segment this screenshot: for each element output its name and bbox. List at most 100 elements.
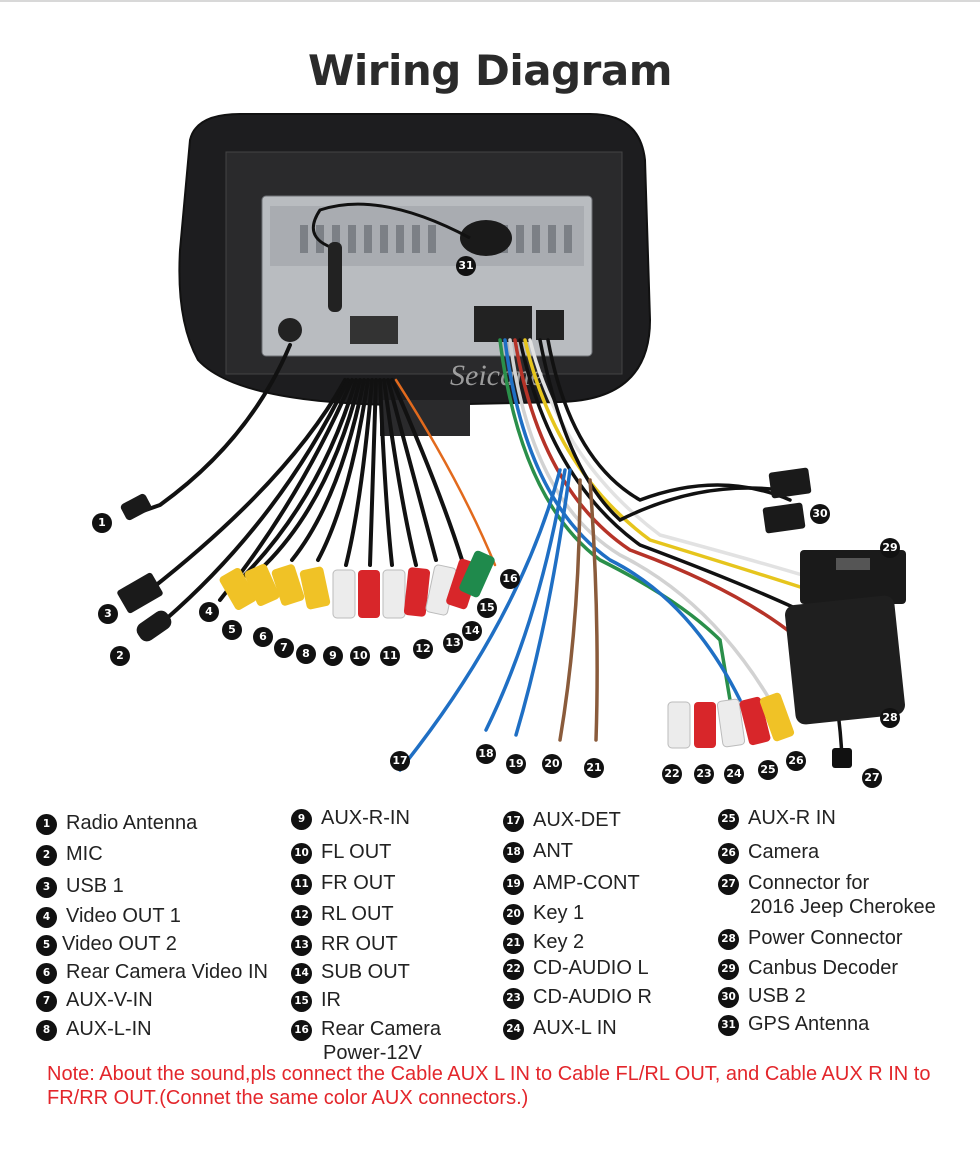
- legend-badge: 19: [503, 874, 524, 895]
- callout-25: 25: [758, 760, 778, 780]
- callout-18: 18: [476, 744, 496, 764]
- legend-label: SUB OUT: [321, 961, 410, 983]
- legend-badge: 21: [503, 933, 524, 954]
- usb2-connector-b: [762, 502, 806, 534]
- legend-item-28: 28 Power Connector: [718, 926, 903, 950]
- callout-11: 11: [380, 646, 400, 666]
- callout-27: 27: [862, 768, 882, 788]
- legend-badge: 2: [36, 845, 57, 866]
- legend-badge: 9: [291, 809, 312, 830]
- legend-badge: 28: [718, 929, 739, 950]
- legend-item-24: 24 AUX-L IN: [503, 1016, 617, 1040]
- legend-label: USB 2: [748, 985, 806, 1007]
- legend-badge: 5: [36, 935, 57, 956]
- legend-label: IR: [321, 989, 341, 1011]
- legend-badge: 24: [503, 1019, 524, 1040]
- callout-5: 5: [222, 620, 242, 640]
- legend-label: Camera: [748, 841, 820, 863]
- page-title: Wiring Diagram: [308, 46, 672, 95]
- legend-label: ANT: [533, 840, 573, 862]
- callout-30: 30: [810, 504, 830, 524]
- legend-label-line2: Power-12V: [323, 1042, 422, 1064]
- callout-16: 16: [500, 569, 520, 589]
- callout-26: 26: [786, 751, 806, 771]
- legend-badge: 13: [291, 935, 312, 956]
- legend-label: Rear Camera: [321, 1018, 442, 1040]
- legend-badge: 22: [503, 959, 524, 980]
- radio-antenna-plug: [120, 493, 152, 521]
- legend-label: AMP-CONT: [533, 872, 640, 894]
- callout-31: 31: [456, 256, 476, 276]
- gps-antenna: [460, 220, 512, 256]
- legend-badge: 31: [718, 1015, 739, 1036]
- legend-label-line2: 2016 Jeep Cherokee: [750, 896, 936, 918]
- legend-label: GPS Antenna: [748, 1013, 870, 1035]
- legend-label: Canbus Decoder: [748, 957, 899, 979]
- callout-8: 8: [296, 644, 316, 664]
- legend-label: AUX-R-IN: [321, 807, 410, 829]
- legend-item-18: 18 ANT: [503, 839, 573, 863]
- legend-label: Connector for: [748, 872, 870, 894]
- callout-15: 15: [477, 598, 497, 618]
- legend-label: Radio Antenna: [66, 812, 198, 834]
- legend-label: Video OUT 1: [66, 905, 181, 927]
- legend-badge: 6: [36, 963, 57, 984]
- callout-9: 9: [323, 646, 343, 666]
- callout-4: 4: [199, 602, 219, 622]
- callout-2: 2: [110, 646, 130, 666]
- legend-badge: 30: [718, 987, 739, 1008]
- callout-19: 19: [506, 754, 526, 774]
- legend-label: Power Connector: [748, 927, 903, 949]
- callout-29: 29: [880, 538, 900, 558]
- legend-badge: 20: [503, 904, 524, 925]
- legend-badge: 8: [36, 1020, 57, 1041]
- usb1-connector: [117, 572, 163, 614]
- legend-item-20: 20 Key 1: [503, 901, 584, 925]
- legend-badge: 18: [503, 842, 524, 863]
- legend-label: FL OUT: [321, 841, 392, 863]
- rca-plugs-left: [219, 550, 495, 619]
- legend-badge: 1: [36, 814, 57, 835]
- sound-connection-note: Note: About the sound,pls connect the Ca…: [47, 1063, 931, 1109]
- callout-23: 23: [694, 764, 714, 784]
- top-divider: [0, 0, 980, 2]
- legend-label: RR OUT: [321, 933, 398, 955]
- callout-3: 3: [98, 604, 118, 624]
- callout-17: 17: [390, 751, 410, 771]
- legend-label: AUX-V-IN: [66, 989, 153, 1011]
- legend-label: AUX-L IN: [533, 1017, 617, 1039]
- callout-6: 6: [253, 627, 273, 647]
- callout-28: 28: [880, 708, 900, 728]
- callout-10: 10: [350, 646, 370, 666]
- legend-item-2: 2 MIC: [36, 842, 103, 866]
- legend-item-13: 13 RR OUT: [291, 932, 398, 956]
- legend-badge: 23: [503, 988, 524, 1009]
- legend-label: FR OUT: [321, 872, 396, 894]
- legend-badge: 26: [718, 843, 739, 864]
- callout-1: 1: [92, 513, 112, 533]
- callout-24: 24: [724, 764, 744, 784]
- legend-badge: 14: [291, 963, 312, 984]
- legend-label: CD-AUDIO L: [533, 957, 649, 979]
- callout-22: 22: [662, 764, 682, 784]
- legend-label: AUX-DET: [533, 809, 621, 831]
- legend-item-31: 31 GPS Antenna: [718, 1012, 869, 1036]
- legend-label: Key 1: [533, 902, 585, 924]
- legend-badge: 25: [718, 809, 739, 830]
- legend-badge: 3: [36, 877, 57, 898]
- legend-label: MIC: [66, 843, 103, 865]
- power-connector: [785, 595, 905, 725]
- callout-14: 14: [462, 621, 482, 641]
